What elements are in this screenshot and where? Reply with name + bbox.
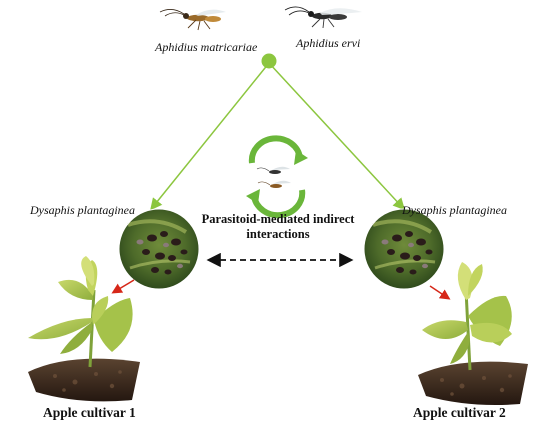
interaction-label: Parasitoid-mediated indirect interaction… [201,212,355,241]
cultivar-label-right: Apple cultivar 2 [413,405,506,420]
wasp-icon-right [284,6,362,29]
cultivar-label-left: Apple cultivar 1 [43,405,136,420]
parasitoid-node [261,53,277,69]
cycle-icon [246,135,308,219]
apple-seedling-left [28,256,140,402]
wasp-icon-left [159,9,226,31]
link-to-left-aphids [150,62,270,211]
parasitoid-label-right: Aphidius ervi [296,36,361,50]
aphid-colony-photo-right [363,208,445,290]
aphid-label-right: Dysaphis plantaginea [402,203,507,217]
aphid-label-left: Dysaphis plantaginea [30,203,135,217]
apple-seedling-right [418,262,528,405]
parasitoid-label-left: Aphidius matricariae [155,40,258,54]
small-wasp-icon-2 [257,180,291,188]
aphid-colony-photo-left [118,208,200,290]
red-arrow-right [429,285,451,300]
red-arrow-left [111,279,135,294]
small-wasp-icon-1 [256,166,290,174]
link-to-right-aphids [268,62,406,211]
